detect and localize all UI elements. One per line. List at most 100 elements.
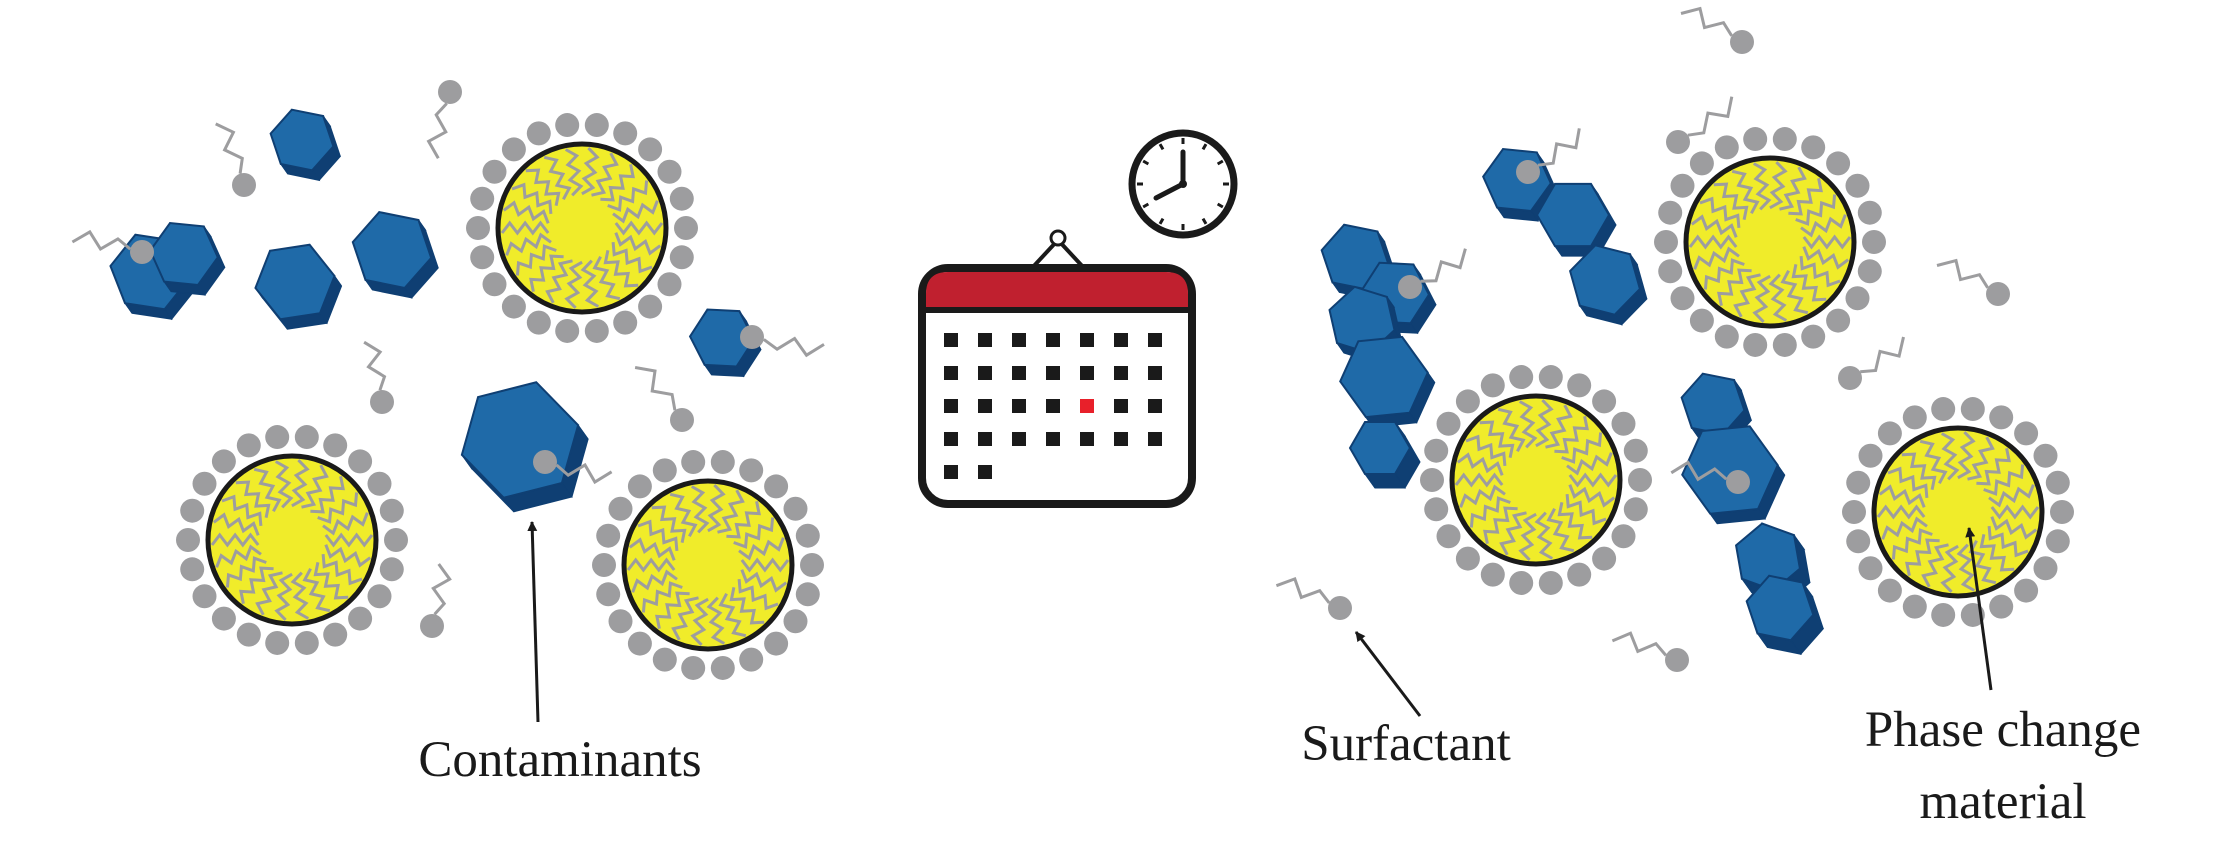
surfactant-head [1509, 570, 1534, 595]
surfactant-tail [1731, 169, 1760, 215]
surfactant-head [1846, 529, 1871, 554]
surfactant-arrow [1354, 631, 1422, 717]
surfactant-tail [310, 476, 345, 514]
surfactant-head [1666, 130, 1690, 154]
free-surfactant [1838, 336, 1905, 390]
surfactant-tail [215, 122, 244, 174]
surfactant-head [470, 245, 495, 270]
surfactant-tail [1733, 273, 1761, 318]
surfactant-head [638, 137, 663, 162]
surfactant-tail [210, 532, 260, 548]
calendar-day [978, 432, 992, 446]
surfactant-tail [1565, 493, 1607, 526]
surfactant-tail [500, 220, 550, 236]
surfactant-tail [1901, 452, 1937, 490]
calendar-day [1114, 366, 1128, 380]
surfactant-head [379, 498, 404, 523]
surfactant-head [1455, 389, 1480, 414]
contaminants-arrow [527, 521, 540, 723]
crystal-face [1535, 182, 1611, 248]
surfactant-tail [1990, 504, 2040, 520]
surfactant-tail [1499, 511, 1527, 556]
surfactant-tail [1788, 178, 1823, 216]
surfactant-head [1846, 470, 1871, 495]
surfactant-tail [317, 492, 359, 524]
surfactant-head [1509, 365, 1534, 390]
crystal-face [254, 243, 336, 321]
surfactant-head [2045, 470, 2070, 495]
free-surfactant [215, 122, 256, 197]
contaminant-crystal [1339, 335, 1436, 428]
clock-tick [1142, 202, 1150, 209]
surfactant-tail [1988, 484, 2035, 508]
surfactant-tail [1802, 246, 1850, 270]
contaminant-crystal [351, 210, 439, 299]
surfactant-tail [762, 336, 825, 358]
surfactant-tail [1887, 466, 1929, 499]
surfactant-head [638, 294, 663, 319]
surfactant-tail [1780, 269, 1809, 315]
surfactant-tail [1546, 507, 1575, 553]
surfactant-tail [71, 229, 132, 252]
surfactant-tail [511, 182, 553, 215]
surfactant-tail [225, 556, 267, 588]
surfactant-tail [274, 572, 293, 621]
surfactant-head [1801, 135, 1826, 160]
calendar-day [944, 465, 958, 479]
surfactant-tail [1554, 416, 1589, 454]
surfactant-tail [628, 537, 676, 561]
surfactant-head [1902, 405, 1927, 430]
surfactant-tail [592, 255, 621, 301]
calendar-day [978, 366, 992, 380]
surfactant-head [1436, 411, 1461, 436]
surfactant-head [1567, 562, 1592, 587]
surfactant-tail [221, 494, 263, 527]
surfactant-tail [290, 571, 310, 620]
surfactant-head [1730, 30, 1754, 54]
surfactant-tail [215, 544, 262, 568]
surfactant-head [2014, 578, 2039, 603]
calendar-day [1046, 399, 1060, 413]
surfactant-head [1689, 308, 1714, 333]
calendar-day [1012, 399, 1026, 413]
surfactant-tail [255, 571, 283, 616]
surfactant-head [1845, 173, 1870, 198]
surfactant-head [2050, 500, 2074, 524]
surfactant-tail [525, 168, 561, 206]
surfactant-tail [253, 467, 282, 513]
contaminant-crystal [1569, 244, 1648, 326]
surfactant-head [1960, 397, 1985, 422]
surfactant-tail [321, 553, 363, 586]
surfactant-tail [1454, 472, 1504, 488]
surfactant-head [294, 425, 319, 450]
surfactant-head [384, 528, 408, 552]
surfactant-head [1516, 160, 1540, 184]
surfactant-head [482, 159, 507, 184]
surfactant-head [348, 449, 373, 474]
surfactant-head [1611, 411, 1636, 436]
surfactant-tail [1860, 336, 1905, 374]
surfactant-tail [1545, 404, 1573, 449]
clock-tick [1201, 143, 1208, 151]
surfactant-head [657, 159, 682, 184]
calendar-day [1080, 432, 1094, 446]
surfactant-head [1858, 443, 1883, 468]
surfactant-tail [1905, 538, 1940, 576]
surfactant-tail [363, 340, 387, 391]
crystal-face [1339, 335, 1429, 419]
surfactant-tail [1800, 214, 1847, 238]
surfactant-head [1931, 602, 1956, 627]
pcm-droplet [1420, 365, 1652, 595]
surfactant-head [1480, 562, 1505, 587]
surfactant-tail [1940, 544, 1959, 593]
surfactant-head [2045, 529, 2070, 554]
clock-tick [1201, 217, 1208, 225]
clock-tick [1158, 217, 1165, 225]
surfactant-tail [614, 232, 662, 256]
surfactant-head [613, 121, 638, 146]
contaminant-crystal [1535, 182, 1617, 258]
surfactant-head [1726, 470, 1750, 494]
surfactant-head [211, 606, 236, 631]
surfactant-head [501, 294, 526, 319]
surfactant-tail [726, 501, 761, 539]
